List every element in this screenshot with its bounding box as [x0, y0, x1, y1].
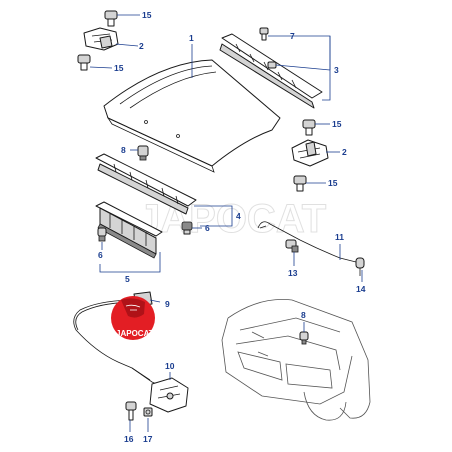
callout-16: 16	[124, 434, 134, 444]
cable-end-14	[355, 257, 365, 276]
bumper-stop-upper	[137, 145, 149, 161]
callout-17: 17	[143, 434, 153, 444]
bolt-lower-left	[77, 54, 91, 71]
callout-4: 4	[236, 211, 241, 221]
bolt-16	[125, 401, 137, 421]
insulator-lower	[95, 201, 163, 259]
callout-5: 5	[125, 274, 130, 284]
logo-text: JAPOCAT	[116, 329, 154, 338]
bumper-stop-car	[299, 331, 309, 345]
callout-11: 11	[335, 232, 344, 242]
callout-8: 8	[301, 310, 306, 320]
seal-strip-top	[219, 27, 323, 109]
callout-15: 15	[332, 119, 342, 129]
clip-middle	[181, 221, 193, 235]
bolt-upper-left	[104, 10, 118, 27]
japocat-logo: JAPOCAT	[111, 296, 155, 340]
callout-1: 1	[189, 33, 194, 43]
callout-3: 3	[334, 65, 339, 75]
clip-lower-left	[97, 227, 107, 242]
vehicle-outline	[221, 299, 371, 421]
callout-15: 15	[142, 10, 152, 20]
lock-mechanism-10	[149, 377, 189, 413]
hinge-left	[77, 10, 119, 71]
callout-15: 15	[328, 178, 338, 188]
callout-2: 2	[139, 41, 144, 51]
callout-7: 7	[290, 31, 295, 41]
nut-17	[143, 407, 153, 417]
callout-10: 10	[165, 361, 175, 371]
callout-15: 15	[114, 63, 124, 73]
bolt-upper-right	[302, 119, 316, 136]
bolt-lower-right	[293, 175, 307, 192]
seal-strip-middle	[95, 153, 197, 215]
callout-14: 14	[356, 284, 366, 294]
callout-9: 9	[165, 299, 170, 309]
clip-top-strip	[267, 61, 277, 69]
callout-8: 8	[121, 145, 126, 155]
callout-6: 6	[205, 223, 210, 233]
callout-13: 13	[288, 268, 298, 278]
callout-2: 2	[342, 147, 347, 157]
bolt-top-strip	[259, 27, 269, 41]
release-cable-right	[257, 221, 365, 276]
cable-clip-13	[285, 239, 299, 253]
callout-6: 6	[98, 250, 103, 260]
hinge-right	[291, 119, 329, 192]
hood-panel	[103, 59, 281, 173]
